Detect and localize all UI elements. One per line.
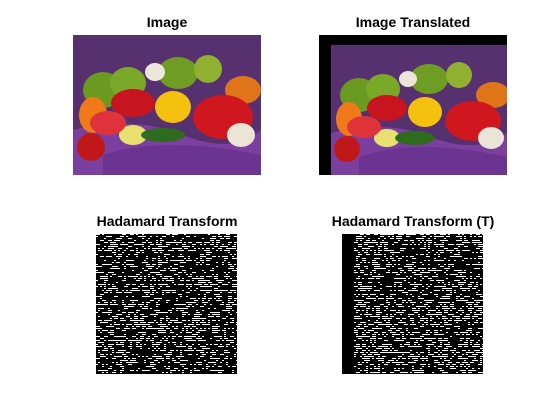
- panel-title-image-translated: Image Translated: [355, 14, 471, 30]
- panel-title-hadamard: Hadamard Transform: [96, 213, 238, 229]
- peppers-image: [73, 35, 261, 175]
- image-translated-axes: [319, 35, 507, 175]
- hadamard-transform-image: [96, 234, 237, 373]
- hadamard-t-axes: [342, 234, 483, 374]
- panel-title-hadamard-t: Hadamard Transform (T): [331, 213, 495, 229]
- peppers-image-translated: [319, 35, 507, 175]
- image-axes: [73, 35, 261, 175]
- hadamard-axes: [96, 234, 237, 374]
- panel-title-image: Image: [146, 14, 188, 30]
- hadamard-transform-t-image: [354, 234, 483, 373]
